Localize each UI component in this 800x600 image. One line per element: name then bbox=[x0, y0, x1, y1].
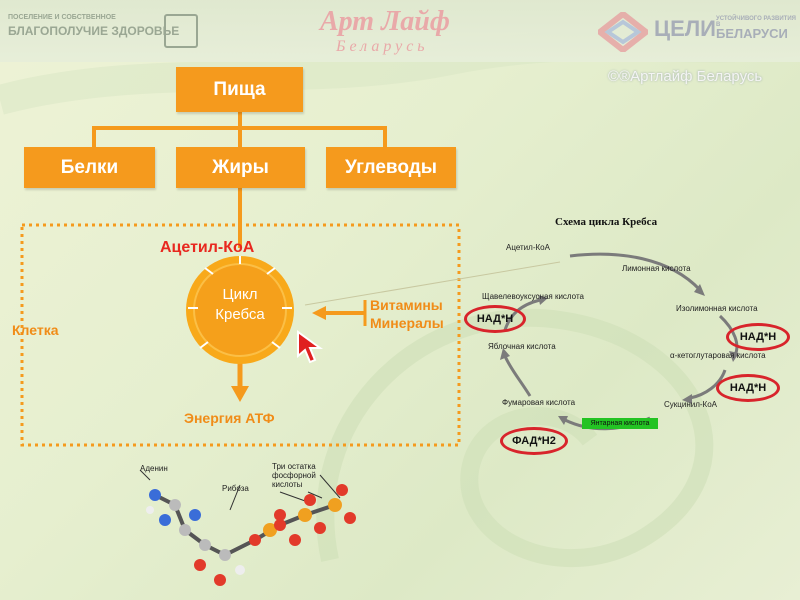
sdg-logo-icon bbox=[598, 12, 648, 52]
ribose-label: Рибоза bbox=[222, 484, 249, 493]
vitamins-label: Витамины bbox=[370, 297, 443, 313]
nadh-oval-3: НАД*Н bbox=[716, 374, 780, 402]
left-logo-line1: ПОСЕЛЕНИЕ И СОБСТВЕННОЕ bbox=[8, 14, 116, 21]
succinyl-coa-node: Сукцинил-КоА bbox=[664, 400, 717, 409]
mouse-cursor-icon bbox=[297, 330, 324, 364]
center-logo-line1: Арт Лайф bbox=[320, 6, 450, 37]
center-logo-line2: Беларусь bbox=[336, 38, 429, 55]
krebs-cycle-sun bbox=[186, 256, 294, 364]
phosphate-label-line2: фосфорной bbox=[272, 471, 316, 480]
energy-atp-label: Энергия АТФ bbox=[184, 410, 275, 426]
cell-label: Клетка bbox=[12, 322, 59, 338]
atp-molecule-model bbox=[139, 470, 356, 586]
fats-box: Жиры bbox=[176, 147, 305, 188]
malic-acid-node: Яблочная кислота bbox=[488, 342, 556, 351]
copyright-watermark: ©®Артлайф Беларусь bbox=[608, 68, 763, 85]
food-box: Пища bbox=[176, 67, 303, 112]
fadh2-oval: ФАД*Н2 bbox=[500, 427, 568, 455]
carbs-box: Углеводы bbox=[326, 147, 456, 188]
acetyl-coa-node: Ацетил-КоА bbox=[506, 243, 550, 252]
acetyl-coa-label: Ацетил-КоА bbox=[160, 239, 255, 256]
phosphate-label-line1: Три остатка bbox=[272, 462, 316, 471]
isocitric-acid-node: Изолимонная кислота bbox=[676, 304, 758, 313]
proteins-box: Белки bbox=[24, 147, 155, 188]
right-logo-side2: БЕЛАРУСИ bbox=[716, 26, 788, 41]
oxaloacetic-acid-node: Щавелевоуксусная кислота bbox=[482, 292, 584, 301]
citric-acid-node: Лимонная кислота bbox=[622, 264, 691, 273]
nadh-oval-2: НАД*Н bbox=[726, 323, 790, 351]
left-logo-icon bbox=[164, 14, 198, 48]
nadh-oval-1: НАД*Н bbox=[464, 305, 526, 333]
minerals-label: Минералы bbox=[370, 315, 444, 331]
succinic-acid-node: Янтарная кислота bbox=[582, 418, 658, 429]
right-logo-side1: УСТОЙЧИВОГО РАЗВИТИЯ В bbox=[716, 16, 796, 28]
ketoglutaric-acid-node: α-кетоглутаровая кислота bbox=[670, 351, 766, 360]
fumaric-acid-node: Фумаровая кислота bbox=[502, 398, 576, 407]
krebs-line1: Цикл bbox=[222, 286, 258, 303]
scheme-title: Схема цикла Кребса bbox=[555, 216, 658, 228]
right-logo-main: ЦЕЛИ bbox=[654, 16, 716, 41]
adenine-label: Аденин bbox=[140, 464, 168, 473]
header-banner bbox=[0, 0, 800, 62]
phosphate-label-line3: кислоты bbox=[272, 480, 303, 489]
krebs-line2: Кребса bbox=[215, 306, 265, 323]
left-logo-line2: БЛАГОПОЛУЧИЕ ЗДОРОВЬЕ bbox=[8, 24, 180, 38]
